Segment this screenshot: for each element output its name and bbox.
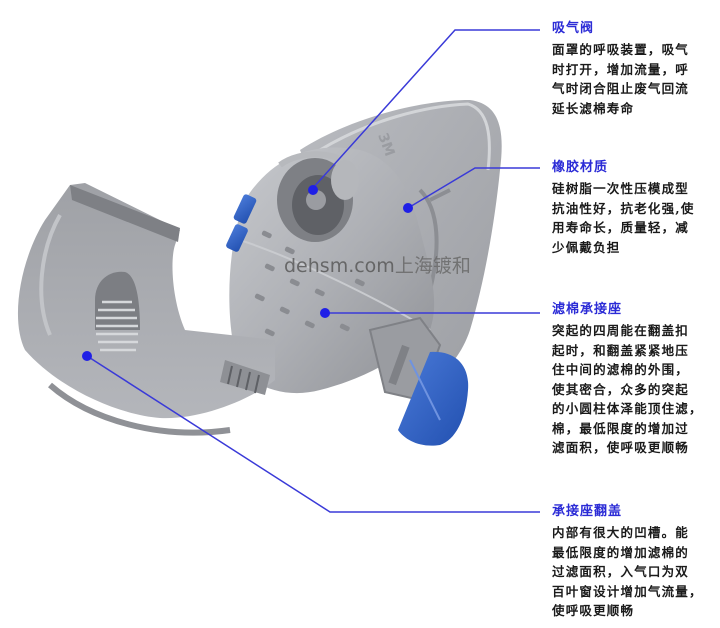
callout-text-line: 最低限度的增加滤棉的 (552, 544, 690, 560)
callout-title: 滤棉承接座 (552, 302, 623, 317)
callout-text-line: 少佩戴负担 (552, 239, 621, 255)
leader-line-rubber (407, 167, 540, 209)
leader-lines (86, 29, 540, 513)
marker-dot-filter-seat (320, 308, 330, 318)
callout-text-line: 气时闭合阻止废气回流 (552, 81, 690, 96)
callout-text-line: 棉，最低限度的增加过 (552, 420, 690, 436)
callout-text-line: 面罩的呼吸装置，吸气 (552, 42, 690, 57)
leader-line-cover (86, 355, 540, 513)
marker-dot-cover (82, 351, 92, 361)
callout-text-line: 的小圆柱体泽能顶住滤， (552, 401, 703, 416)
callout-text-line: 抗油性好，抗老化强,使 (552, 200, 695, 216)
right-buckle (368, 316, 469, 446)
callout-text-line: 滤面积，使呼吸更顺畅 (552, 440, 690, 455)
marker-dot-rubber (403, 203, 413, 213)
callout-text-line: 突起的四周能在翻盖扣 (552, 323, 690, 338)
callout-text-line: 过滤面积，入气口为双 (552, 564, 690, 579)
callout-text-line: 住中间的滤棉的外围， (552, 362, 690, 377)
callout-text-line: 使其密合，众多的突起 (552, 381, 690, 397)
leader-line-valve (312, 29, 540, 189)
callout-filter-seat: 滤棉承接座 突起的四周能在翻盖扣 起时，和翻盖紧紧地压 住中间的滤棉的外围， 使… (552, 301, 720, 458)
callout-text-line: 使呼吸更顺畅 (552, 603, 635, 618)
callout-text-line: 百叶窗设计增加气流量， (552, 583, 703, 599)
watermark-latin: dehsm.com (284, 255, 395, 277)
callout-title: 承接座翻盖 (552, 504, 623, 519)
callout-text-line: 用寿命长，质量轻，减 (552, 220, 690, 235)
callout-title: 橡胶材质 (552, 160, 609, 175)
callout-text-line: 延长滤棉寿命 (552, 100, 635, 116)
watermark-cn: 上海镀和 (394, 255, 471, 277)
svg-text:3M: 3M (374, 131, 397, 159)
callout-text-line: 内部有很大的凹槽。能 (552, 525, 690, 540)
marker-dot-valve (308, 185, 318, 195)
callout-rubber-material: 橡胶材质 硅树脂一次性压模成型 抗油性好，抗老化强,使 用寿命长，质量轻，减 少… (552, 159, 720, 257)
filter-cover-lid (17, 183, 275, 436)
left-blue-clips (226, 194, 257, 252)
callout-text-line: 时打开，增加流量，呼 (552, 61, 690, 77)
watermark: dehsm.com上海镀和 (284, 251, 471, 278)
callout-filter-cover: 承接座翻盖 内部有很大的凹槽。能 最低限度的增加滤棉的 过滤面积，入气口为双 百… (552, 503, 720, 621)
callout-inhalation-valve: 吸气阀 面罩的呼吸装置，吸气 时打开，增加流量，呼 气时闭合阻止废气回流 延长滤… (552, 20, 720, 118)
callout-text-line: 硅树脂一次性压模成型 (552, 181, 690, 196)
callout-title: 吸气阀 (552, 21, 595, 36)
inhalation-valve (277, 151, 359, 242)
callout-text-line: 起时，和翻盖紧紧地压 (552, 342, 690, 358)
